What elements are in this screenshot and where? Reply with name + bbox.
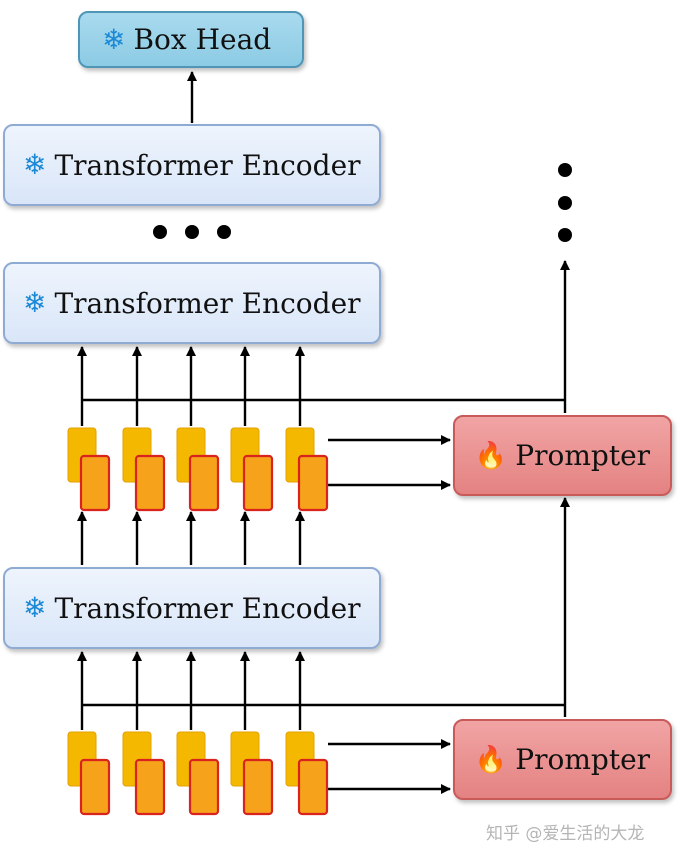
ellipsis-dot: [185, 225, 199, 239]
ellipsis-dot: [558, 228, 572, 242]
box-head-label: Box Head: [133, 23, 272, 56]
prompter-label: Prompter: [515, 743, 651, 776]
fire-icon: 🔥: [474, 440, 508, 471]
token-front: [297, 758, 329, 816]
token-front: [188, 454, 220, 512]
transformer-encoder-bottom: ❄ Transformer Encoder: [3, 567, 381, 649]
transformer-encoder-top: ❄ Transformer Encoder: [3, 124, 381, 206]
watermark: 知乎 @爱生活的大龙: [486, 824, 645, 844]
token-front: [134, 454, 166, 512]
encoder-label: Transformer Encoder: [54, 148, 361, 182]
fire-icon: 🔥: [474, 744, 508, 775]
token-front: [79, 758, 111, 816]
snowflake-icon: ❄: [23, 286, 47, 319]
snowflake-icon: ❄: [102, 22, 126, 56]
token-front: [188, 758, 220, 816]
prompter-upper: 🔥 Prompter: [453, 415, 672, 496]
token-front: [134, 758, 166, 816]
prompter-label: Prompter: [515, 439, 651, 472]
token-front: [297, 454, 329, 512]
token-front: [79, 454, 111, 512]
token-front: [242, 758, 274, 816]
ellipsis-dot: [153, 225, 167, 239]
token-front: [242, 454, 274, 512]
encoder-label: Transformer Encoder: [54, 591, 361, 625]
snowflake-icon: ❄: [23, 591, 47, 624]
encoder-label: Transformer Encoder: [54, 286, 361, 320]
snowflake-icon: ❄: [23, 148, 47, 181]
prompter-lower: 🔥 Prompter: [453, 719, 672, 800]
transformer-encoder-middle: ❄ Transformer Encoder: [3, 262, 381, 344]
ellipsis-dot: [558, 163, 572, 177]
box-head: ❄ Box Head: [78, 11, 304, 68]
ellipsis-dot: [558, 196, 572, 210]
ellipsis-dot: [217, 225, 231, 239]
